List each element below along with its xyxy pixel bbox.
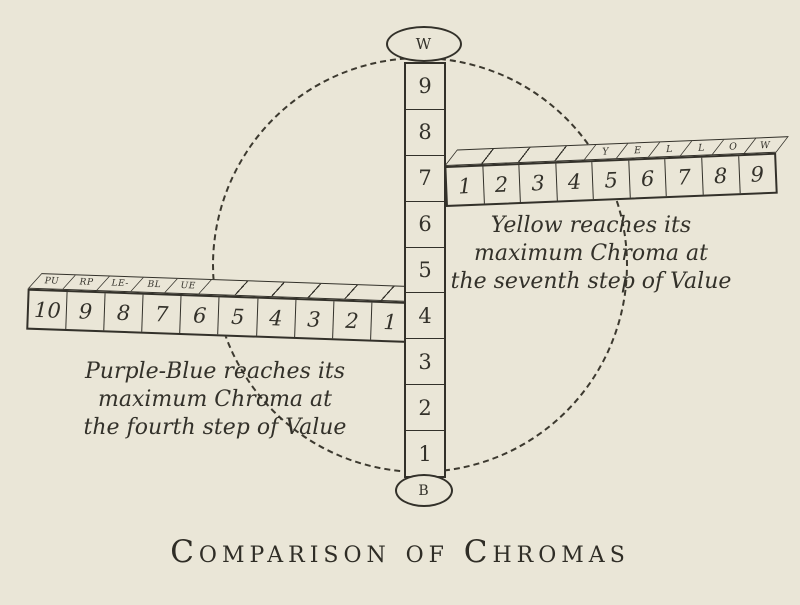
yellow-chroma-arm: Y E L L O W 1 2 3 4 5 6 7 8 9 — [444, 136, 789, 207]
annotation-line: Yellow reaches its — [490, 213, 692, 238]
annotation-line: the seventh step of Value — [450, 269, 732, 295]
value-cell: 6 — [406, 200, 444, 247]
black-pole: B — [395, 474, 453, 507]
chroma-step-cell: 6 — [179, 295, 219, 335]
figure-caption: Comparison of Chromas — [170, 534, 630, 570]
chroma-step-cell: 7 — [664, 157, 703, 197]
value-cell: 2 — [406, 384, 444, 430]
value-cell: 8 — [406, 108, 444, 155]
annotation-line: the fourth step of Value — [83, 415, 347, 441]
value-cell: 1 — [406, 430, 444, 476]
purple-blue-chroma-arm: PU RP LE- BL UE 10 9 8 7 6 5 4 3 2 1 — [26, 273, 426, 343]
chroma-step-cell: 4 — [555, 162, 594, 201]
chroma-step-cell: 4 — [255, 298, 296, 337]
chroma-step-cell: 8 — [103, 293, 143, 332]
white-pole: W — [386, 26, 462, 62]
chroma-step-cell: 8 — [701, 156, 740, 195]
chroma-step-cell: 5 — [591, 160, 630, 200]
value-cell: 4 — [406, 292, 444, 338]
annotation-line: maximum Chroma at — [474, 241, 708, 267]
value-cell: 3 — [406, 338, 444, 384]
purple-blue-annotation: Purple-Blue reaches its maximum Chroma a… — [50, 358, 380, 442]
chroma-step-cell: 2 — [331, 301, 372, 340]
chroma-step-cell: 2 — [481, 165, 520, 204]
chroma-step-cell: 3 — [293, 299, 334, 339]
chroma-step-cell: 1 — [457, 173, 473, 198]
annotation-line: maximum Chroma at — [98, 387, 332, 413]
value-cell: 5 — [406, 246, 444, 293]
chroma-step-cell: 5 — [217, 297, 258, 336]
chroma-step-cell: 10 — [33, 297, 62, 323]
value-cell: 9 — [418, 74, 432, 99]
chroma-step-cell: 9 — [65, 291, 105, 331]
chroma-step-cell: 7 — [141, 294, 181, 333]
yellow-annotation: Yellow reaches its maximum Chroma at the… — [436, 212, 746, 296]
annotation-line: Purple-Blue reaches its — [84, 359, 346, 384]
chroma-step-cell: 9 — [737, 154, 776, 194]
value-cell: 7 — [406, 154, 444, 201]
chroma-step-cell: 3 — [518, 163, 557, 203]
chroma-step-cell: 6 — [628, 159, 667, 198]
